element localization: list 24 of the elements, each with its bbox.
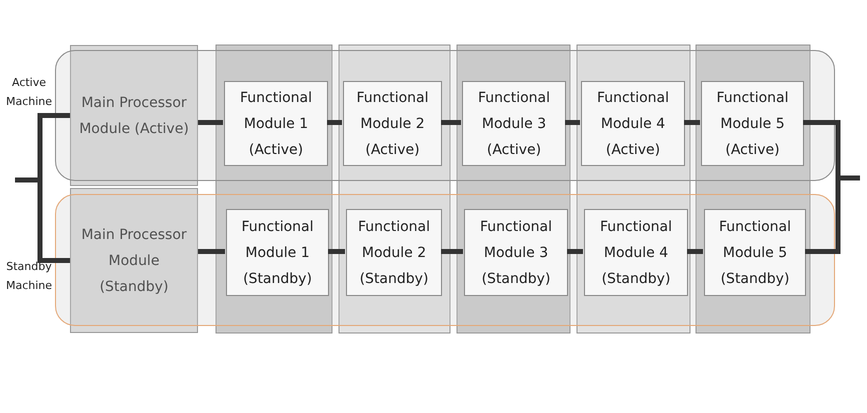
connector-line bbox=[684, 120, 700, 125]
functional-module-box: Functional Module 5 (Active) bbox=[701, 81, 804, 166]
connector-line bbox=[328, 249, 345, 254]
functional-module-box: Functional Module 2 (Standby) bbox=[346, 209, 442, 296]
functional-module-box: Functional Module 4 (Standby) bbox=[584, 209, 688, 296]
connector-line bbox=[198, 249, 225, 254]
machine-label: Active Machine bbox=[4, 75, 54, 110]
machine-label: Standby Machine bbox=[4, 259, 54, 294]
functional-module-box: Functional Module 1 (Standby) bbox=[226, 209, 329, 296]
connector-line bbox=[441, 249, 463, 254]
functional-module-box: Functional Module 1 (Active) bbox=[224, 81, 328, 166]
connector-line bbox=[441, 120, 461, 125]
functional-module-box: Functional Module 5 (Standby) bbox=[704, 209, 806, 296]
functional-module-box: Functional Module 3 (Standby) bbox=[464, 209, 568, 296]
connector-line bbox=[687, 249, 703, 254]
connector-line bbox=[198, 120, 223, 125]
processor-module-box: Main Processor Module (Standby) bbox=[70, 188, 198, 333]
connector-line bbox=[567, 249, 583, 254]
functional-module-box: Functional Module 3 (Active) bbox=[462, 81, 566, 166]
connector-line bbox=[565, 120, 580, 125]
functional-module-box: Functional Module 2 (Active) bbox=[343, 81, 442, 166]
processor-module-box: Main Processor Module (Active) bbox=[70, 45, 198, 186]
functional-module-box: Functional Module 4 (Active) bbox=[581, 81, 685, 166]
connector-line bbox=[327, 120, 342, 125]
